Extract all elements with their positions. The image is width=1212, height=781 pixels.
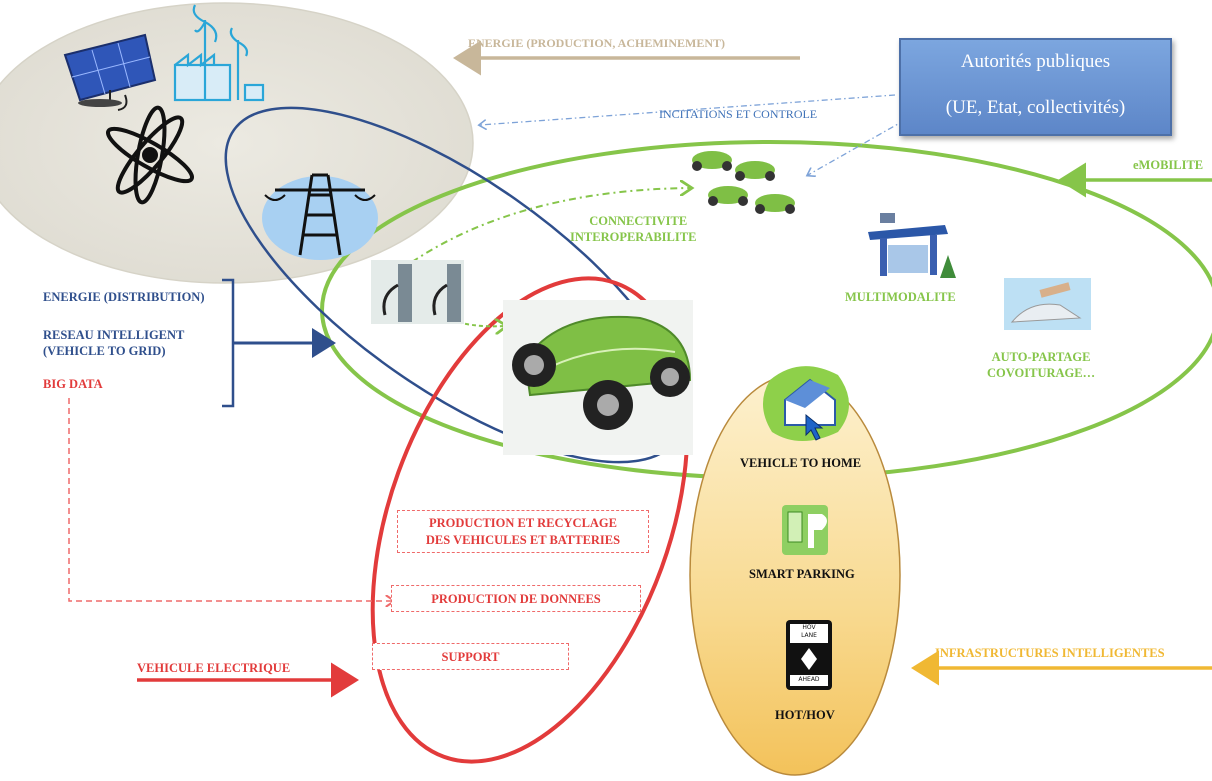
energy-production-label: ENERGIE (PRODUCTION, ACHEMINEMENT) xyxy=(468,36,726,50)
incitations-label: INCITATIONS ET CONTROLE xyxy=(659,107,818,121)
grid-bracket xyxy=(222,278,235,408)
ev-charger-photo xyxy=(371,260,464,324)
autopartage-line2: COVOITURAGE… xyxy=(987,365,1096,380)
atom-icon xyxy=(106,105,194,205)
energy-production-ellipse xyxy=(0,2,474,284)
leaf-car-icon xyxy=(503,300,693,455)
hov-lane-sign-icon xyxy=(786,620,832,690)
multimodalite-label: MULTIMODALITE xyxy=(845,290,956,304)
support-box: SUPPORT xyxy=(372,643,569,670)
connectivite-line1: CONNECTIVITE xyxy=(589,214,688,228)
connectivite-line2: INTEROPERABILITE xyxy=(570,229,697,244)
solar-panel-icon xyxy=(63,33,157,111)
public-authorities-box: Autorités publiques (UE, Etat, collectiv… xyxy=(899,38,1172,136)
smart-parking-label: SMART PARKING xyxy=(749,567,855,581)
incitations-arrow-right xyxy=(808,119,906,175)
autopartage-label: AUTO-PARTAGE COVOITURAGE… xyxy=(987,350,1095,381)
reseau-intelligent-label: RESEAU INTELLIGENT (VEHICLE TO GRID) xyxy=(43,328,184,359)
connectivite-label: CONNECTIVITE INTEROPERABILITE xyxy=(570,214,696,245)
energy-distribution-label: ENERGIE (DISTRIBUTION) xyxy=(43,290,205,304)
emobilite-label: eMOBILITE xyxy=(1133,158,1204,172)
reseau-line2: (VEHICLE TO GRID) xyxy=(43,343,166,358)
production-recyclage-line1: PRODUCTION ET RECYCLAGE xyxy=(429,516,617,530)
production-recyclage-line2: DES VEHICULES ET BATTERIES xyxy=(425,532,621,547)
car-sharing-photo xyxy=(1004,278,1091,330)
green-cars-icon xyxy=(692,151,795,214)
wind-turbine-factory-icon xyxy=(173,4,265,102)
big-data-connector xyxy=(68,398,393,601)
reseau-line1: RESEAU INTELLIGENT xyxy=(43,328,185,342)
charger-to-car-arrow xyxy=(444,317,505,326)
hov-sign-top-text: HOV LANE xyxy=(790,624,828,640)
vehicle-to-home-label: VEHICLE TO HOME xyxy=(740,456,862,470)
production-donnees-box: PRODUCTION DE DONNEES xyxy=(391,585,641,612)
big-data-label: BIG DATA xyxy=(43,377,103,391)
hov-sign-bottom-text: AHEAD xyxy=(798,676,820,683)
incitations-arrow-left xyxy=(480,94,896,125)
production-recyclage-box: PRODUCTION ET RECYCLAGE DES VEHICULES ET… xyxy=(397,510,649,553)
multimodal-station-icon xyxy=(868,213,956,278)
hot-hov-label: HOT/HOV xyxy=(775,708,835,722)
autopartage-line1: AUTO-PARTAGE xyxy=(991,350,1091,364)
electric-vehicle-ellipse xyxy=(370,276,690,764)
infrastructures-label: INFRASTRUCTURES INTELLIGENTES xyxy=(935,646,1165,660)
authority-subtitle: (UE, Etat, collectivités) xyxy=(945,97,1126,118)
smart-parking-icon xyxy=(782,505,828,555)
vehicule-electrique-label: VEHICULE ELECTRIQUE xyxy=(137,661,291,675)
hov-sign-line2: LANE xyxy=(801,632,817,639)
power-pylon-icon xyxy=(262,173,378,260)
hov-sign-line1: HOV xyxy=(802,624,816,631)
authority-title: Autorités publiques xyxy=(960,51,1111,72)
house-icon xyxy=(762,366,849,441)
